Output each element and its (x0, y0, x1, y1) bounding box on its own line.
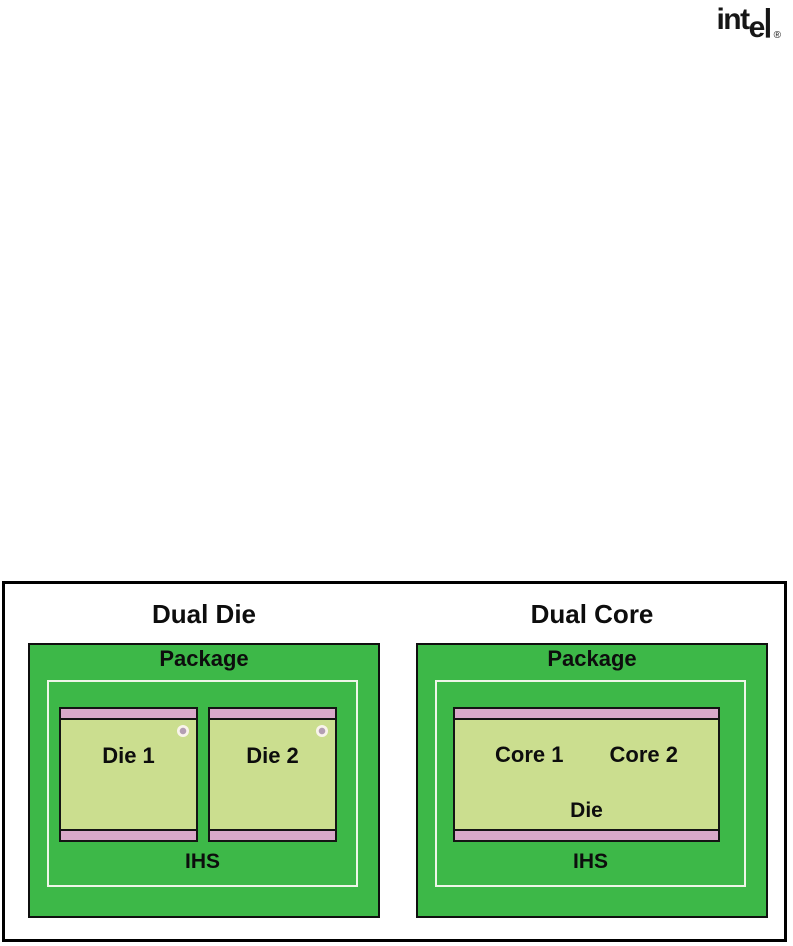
package-box-dual-core: Package Core 1 Core 2 Die IHS (416, 643, 768, 918)
die-attach-strip-top (210, 709, 335, 720)
package-label: Package (159, 646, 249, 671)
ihs-outline: Core 1 Core 2 Die IHS (435, 680, 746, 887)
package-label: Package (547, 646, 637, 671)
die-2-body: Die 2 (210, 720, 335, 829)
marker-dot-icon (177, 725, 189, 737)
panel-dual-die: Dual Die Package Die 1 (28, 584, 380, 939)
die-attach-strip-bottom (455, 829, 718, 840)
intel-logo: intel® (716, 3, 781, 45)
die-label: Die 1 (102, 743, 155, 768)
die-1-box: Die 1 (59, 707, 198, 842)
die-attach-strip-top (455, 709, 718, 720)
panel-title-dual-core: Dual Core (530, 599, 654, 629)
panel-title-dual-die: Dual Die (151, 599, 257, 629)
intel-logo-tall-l: l (763, 2, 772, 48)
die-attach-strip-bottom (210, 829, 335, 840)
intel-logo-dropped-e: e (748, 11, 766, 44)
package-box-dual-die: Package Die 1 (28, 643, 380, 918)
core-label: Core 2 (609, 742, 678, 767)
die-attach-strip-top (61, 709, 196, 720)
ihs-outline: Die 1 Die 2 (47, 680, 358, 887)
core-label: Core 1 (495, 742, 564, 767)
panel-dual-core: Dual Core Package Core 1 Core 2 Die (416, 584, 768, 939)
die-1-body: Die 1 (61, 720, 196, 829)
registered-trademark-mark: ® (773, 30, 781, 41)
cores-row: Core 1 Core 2 (455, 720, 718, 768)
die-label: Die (570, 799, 603, 822)
single-die-box: Core 1 Core 2 Die (453, 707, 720, 842)
intel-logo-text-int: int (716, 3, 750, 36)
marker-dot-icon (316, 725, 328, 737)
die-label: Die 2 (246, 743, 299, 768)
die-2-box: Die 2 (208, 707, 337, 842)
dies-row: Die 1 Die 2 (59, 707, 337, 842)
die-attach-strip-bottom (61, 829, 196, 840)
ihs-label: IHS (572, 850, 608, 873)
ihs-label: IHS (184, 850, 220, 873)
single-die-body: Core 1 Core 2 Die (455, 720, 718, 829)
figure-frame: Dual Die Package Die 1 (2, 581, 787, 942)
